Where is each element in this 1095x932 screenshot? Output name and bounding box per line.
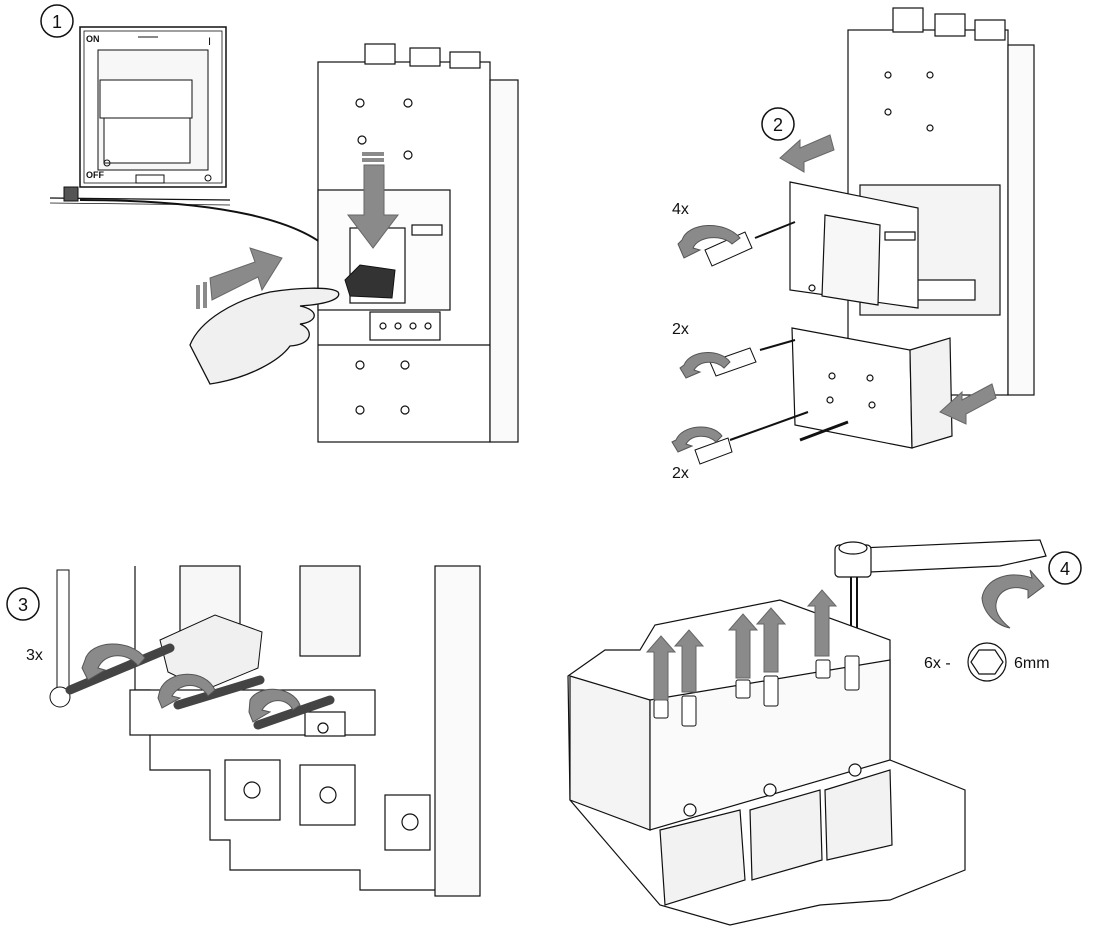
hand-icon bbox=[189, 287, 340, 385]
front-cover bbox=[789, 181, 919, 309]
step-3-badge: 3 bbox=[6, 587, 40, 621]
hex-size-label: 6mm bbox=[1014, 655, 1050, 672]
panel-step-3: 3 3x bbox=[6, 565, 481, 897]
circuit-breaker-4 bbox=[567, 599, 966, 926]
circuit-breaker-3 bbox=[129, 565, 481, 897]
switch-inset-detail: ON I OFF bbox=[79, 26, 227, 188]
rotate-arrow-icon bbox=[671, 225, 741, 453]
step-4-badge: 4 bbox=[1048, 551, 1082, 585]
rod-count-label: 3x bbox=[26, 647, 43, 664]
svg-text:3: 3 bbox=[18, 595, 28, 615]
svg-text:I: I bbox=[208, 36, 211, 48]
circuit-breaker-1 bbox=[317, 43, 519, 443]
panel-step-2: 2 bbox=[671, 7, 1035, 482]
lift-arrows bbox=[645, 589, 838, 701]
hex-socket-icon bbox=[967, 642, 1007, 682]
rotate-arrow-icon bbox=[981, 569, 1045, 629]
svg-text:1: 1 bbox=[52, 12, 62, 32]
rotate-arrow-icon bbox=[81, 643, 301, 723]
panel-step-4: 4 6x - 6mm bbox=[567, 539, 1082, 926]
remove-arrow-bottom bbox=[939, 383, 997, 425]
hex-key-tool bbox=[49, 569, 71, 708]
slider-rail bbox=[49, 186, 231, 206]
panel-step-1: 1 ON I OFF bbox=[40, 4, 519, 443]
screwdriver-icon bbox=[694, 221, 849, 465]
screw-spec-count: 6x - bbox=[924, 655, 951, 672]
switch-handle bbox=[344, 264, 396, 299]
indicator-arrow bbox=[79, 199, 348, 276]
screw-count-mid: 2x bbox=[672, 321, 689, 338]
rods bbox=[65, 643, 335, 730]
bolts bbox=[653, 655, 860, 727]
step-1-badge: 1 bbox=[40, 4, 74, 38]
svg-text:2: 2 bbox=[773, 115, 783, 135]
ratchet-wrench-icon bbox=[834, 539, 1047, 650]
step-2-badge: 2 bbox=[761, 107, 795, 141]
svg-text:4: 4 bbox=[1060, 559, 1070, 579]
push-down-arrow bbox=[346, 152, 400, 249]
switch-handle-3 bbox=[159, 614, 263, 691]
remove-arrow-top bbox=[779, 134, 835, 173]
screw-count-top: 4x bbox=[672, 201, 689, 218]
screw-count-bottom: 2x bbox=[672, 465, 689, 482]
svg-text:ON: ON bbox=[86, 34, 100, 44]
svg-text:OFF: OFF bbox=[86, 170, 104, 180]
push-arrow bbox=[196, 247, 283, 309]
terminal-cover bbox=[791, 327, 953, 449]
